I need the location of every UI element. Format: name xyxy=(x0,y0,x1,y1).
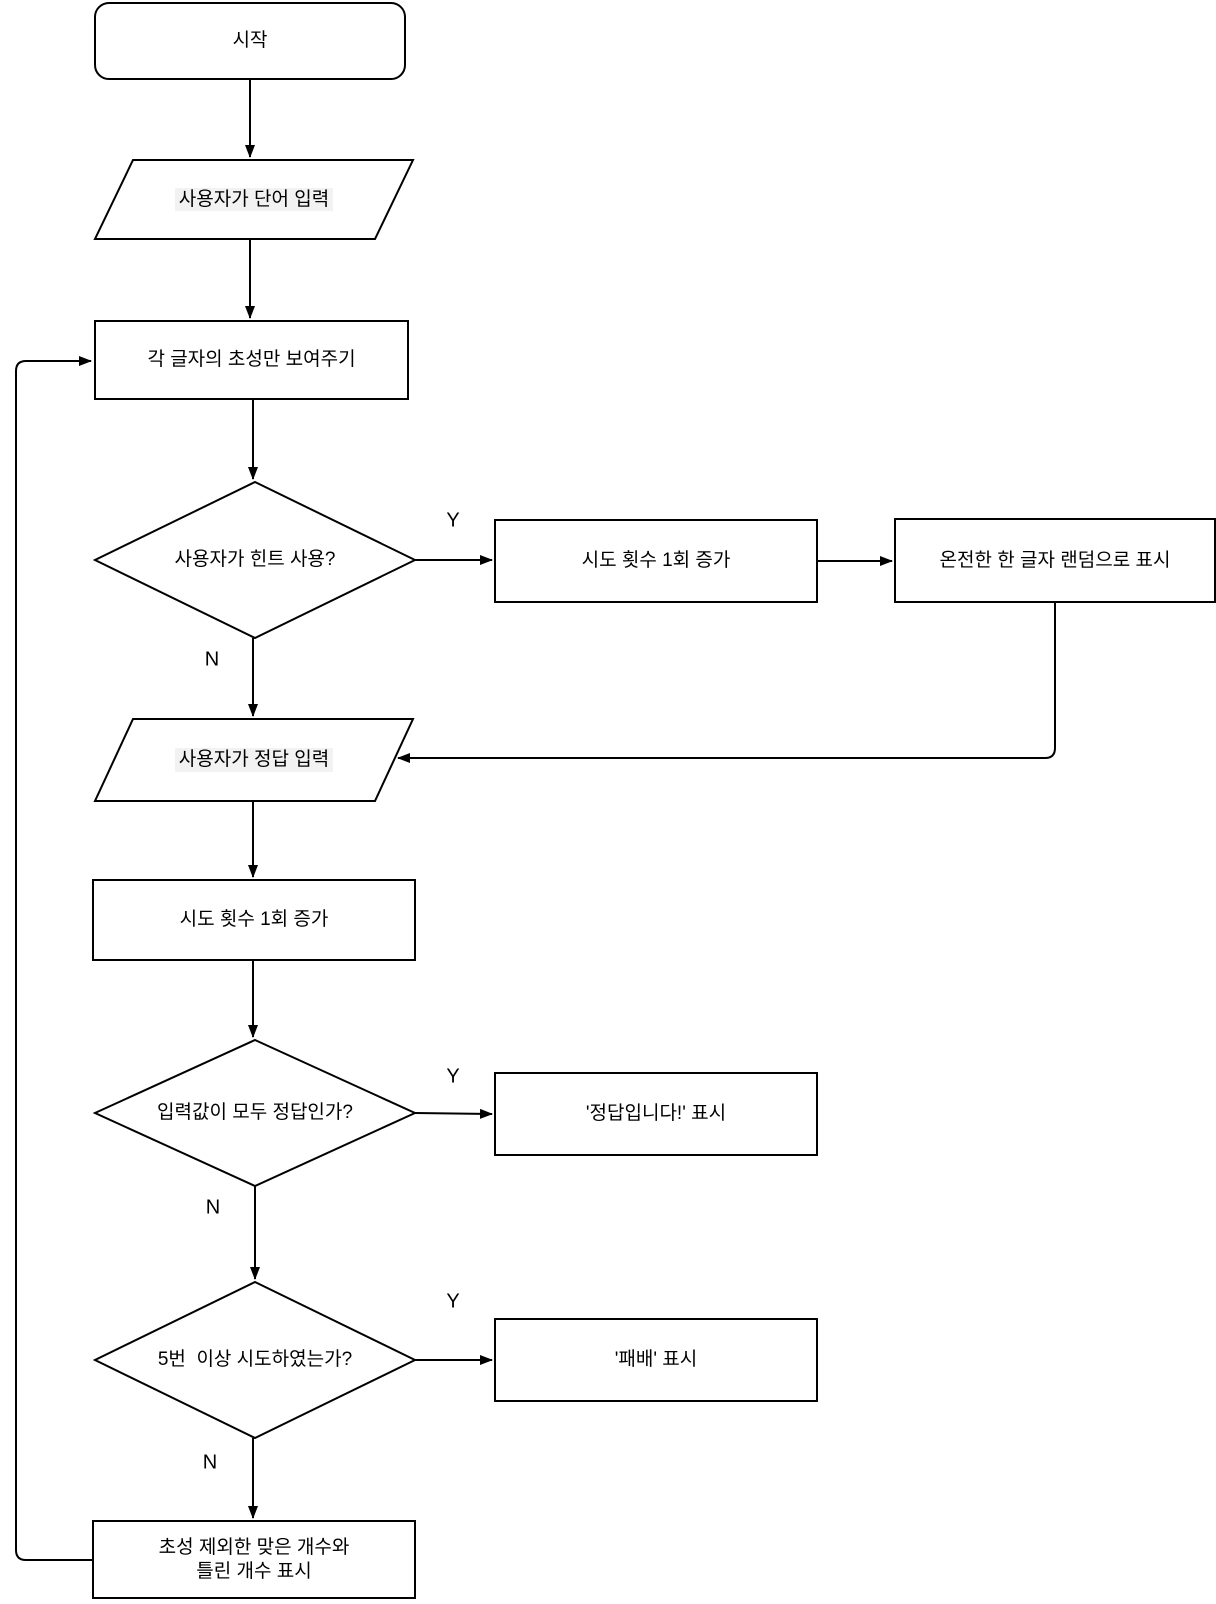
node-show-initials-shape xyxy=(94,320,409,400)
node-all-correct-shape xyxy=(92,1038,418,1188)
node-show-counts-shape xyxy=(92,1520,416,1599)
node-five-tries-shape xyxy=(92,1280,418,1440)
edge-show-counts-loop-to-show-initials xyxy=(15,356,93,1561)
node-hint-decision-shape xyxy=(92,480,418,640)
edge-all-correct-yes xyxy=(414,1108,493,1119)
edge-reveal-letter-to-input-answer xyxy=(397,602,1056,763)
node-start-shape xyxy=(94,2,406,80)
node-hint-increment-shape xyxy=(494,519,818,603)
node-try-increment-shape xyxy=(92,879,416,961)
node-show-lose-shape xyxy=(494,1318,818,1402)
node-input-word-shape xyxy=(93,159,415,240)
node-reveal-letter-shape xyxy=(894,518,1216,603)
node-input-answer-shape xyxy=(93,718,415,802)
node-show-win-shape xyxy=(494,1072,818,1156)
